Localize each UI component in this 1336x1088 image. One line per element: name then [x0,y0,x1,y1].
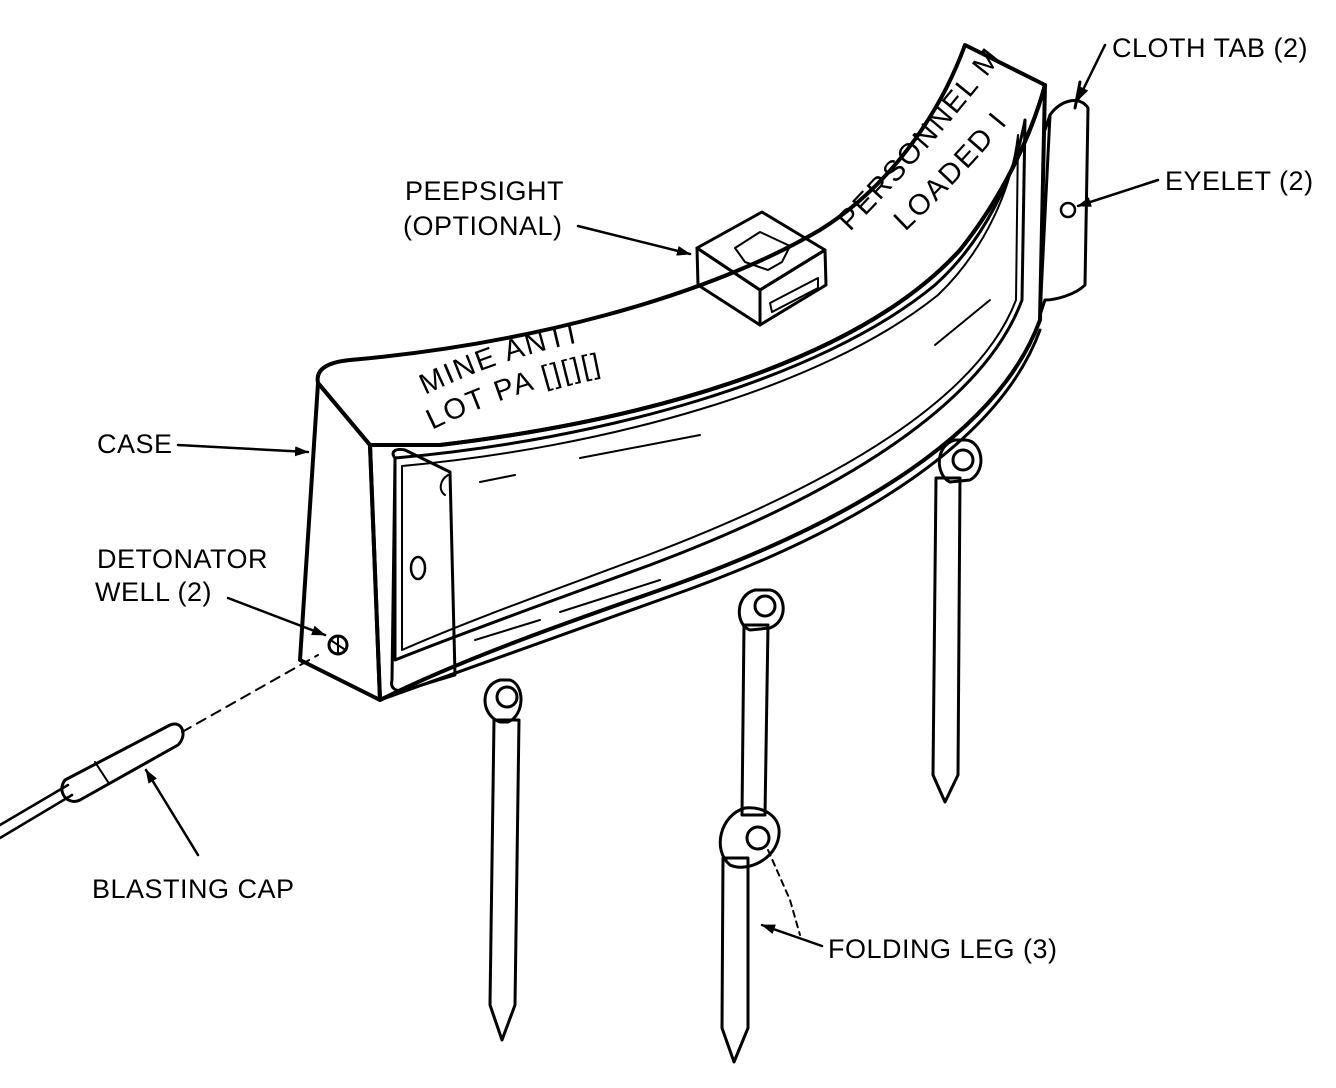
blasting-cap [0,654,319,840]
blasting-cap-arrow [144,768,200,857]
label-detonator: DETONATOR [97,544,268,574]
eyelet-arrow [1076,178,1160,208]
case-arrow [176,443,310,457]
label-peepsight: PEEPSIGHT [405,176,564,206]
detonator-well [327,634,349,656]
label-case: CASE [97,429,173,459]
leader-lines [144,43,1160,948]
peepsight [695,210,828,327]
folding-leg-left [483,678,523,1042]
label-eyelet: EYELET (2) [1165,166,1314,196]
folding-leg-middle [718,588,801,1064]
case-end-recess [390,448,457,692]
label-cloth-tab: CLOTH TAB (2) [1112,33,1308,63]
mine-case [298,43,1047,702]
peepsight-arrow [576,224,692,256]
detonator-arrow [226,596,327,637]
cloth-tab-arrow [1076,43,1107,102]
label-detonator-well: WELL (2) [95,577,212,607]
label-folding-leg: FOLDING LEG (3) [828,934,1058,964]
label-peepsight-optional: (OPTIONAL) [403,211,563,241]
folding-leg-right [931,438,983,804]
folding-leg-arrow [760,923,824,948]
label-blasting-cap: BLASTING CAP [92,874,295,904]
cloth-tab [1038,80,1090,317]
